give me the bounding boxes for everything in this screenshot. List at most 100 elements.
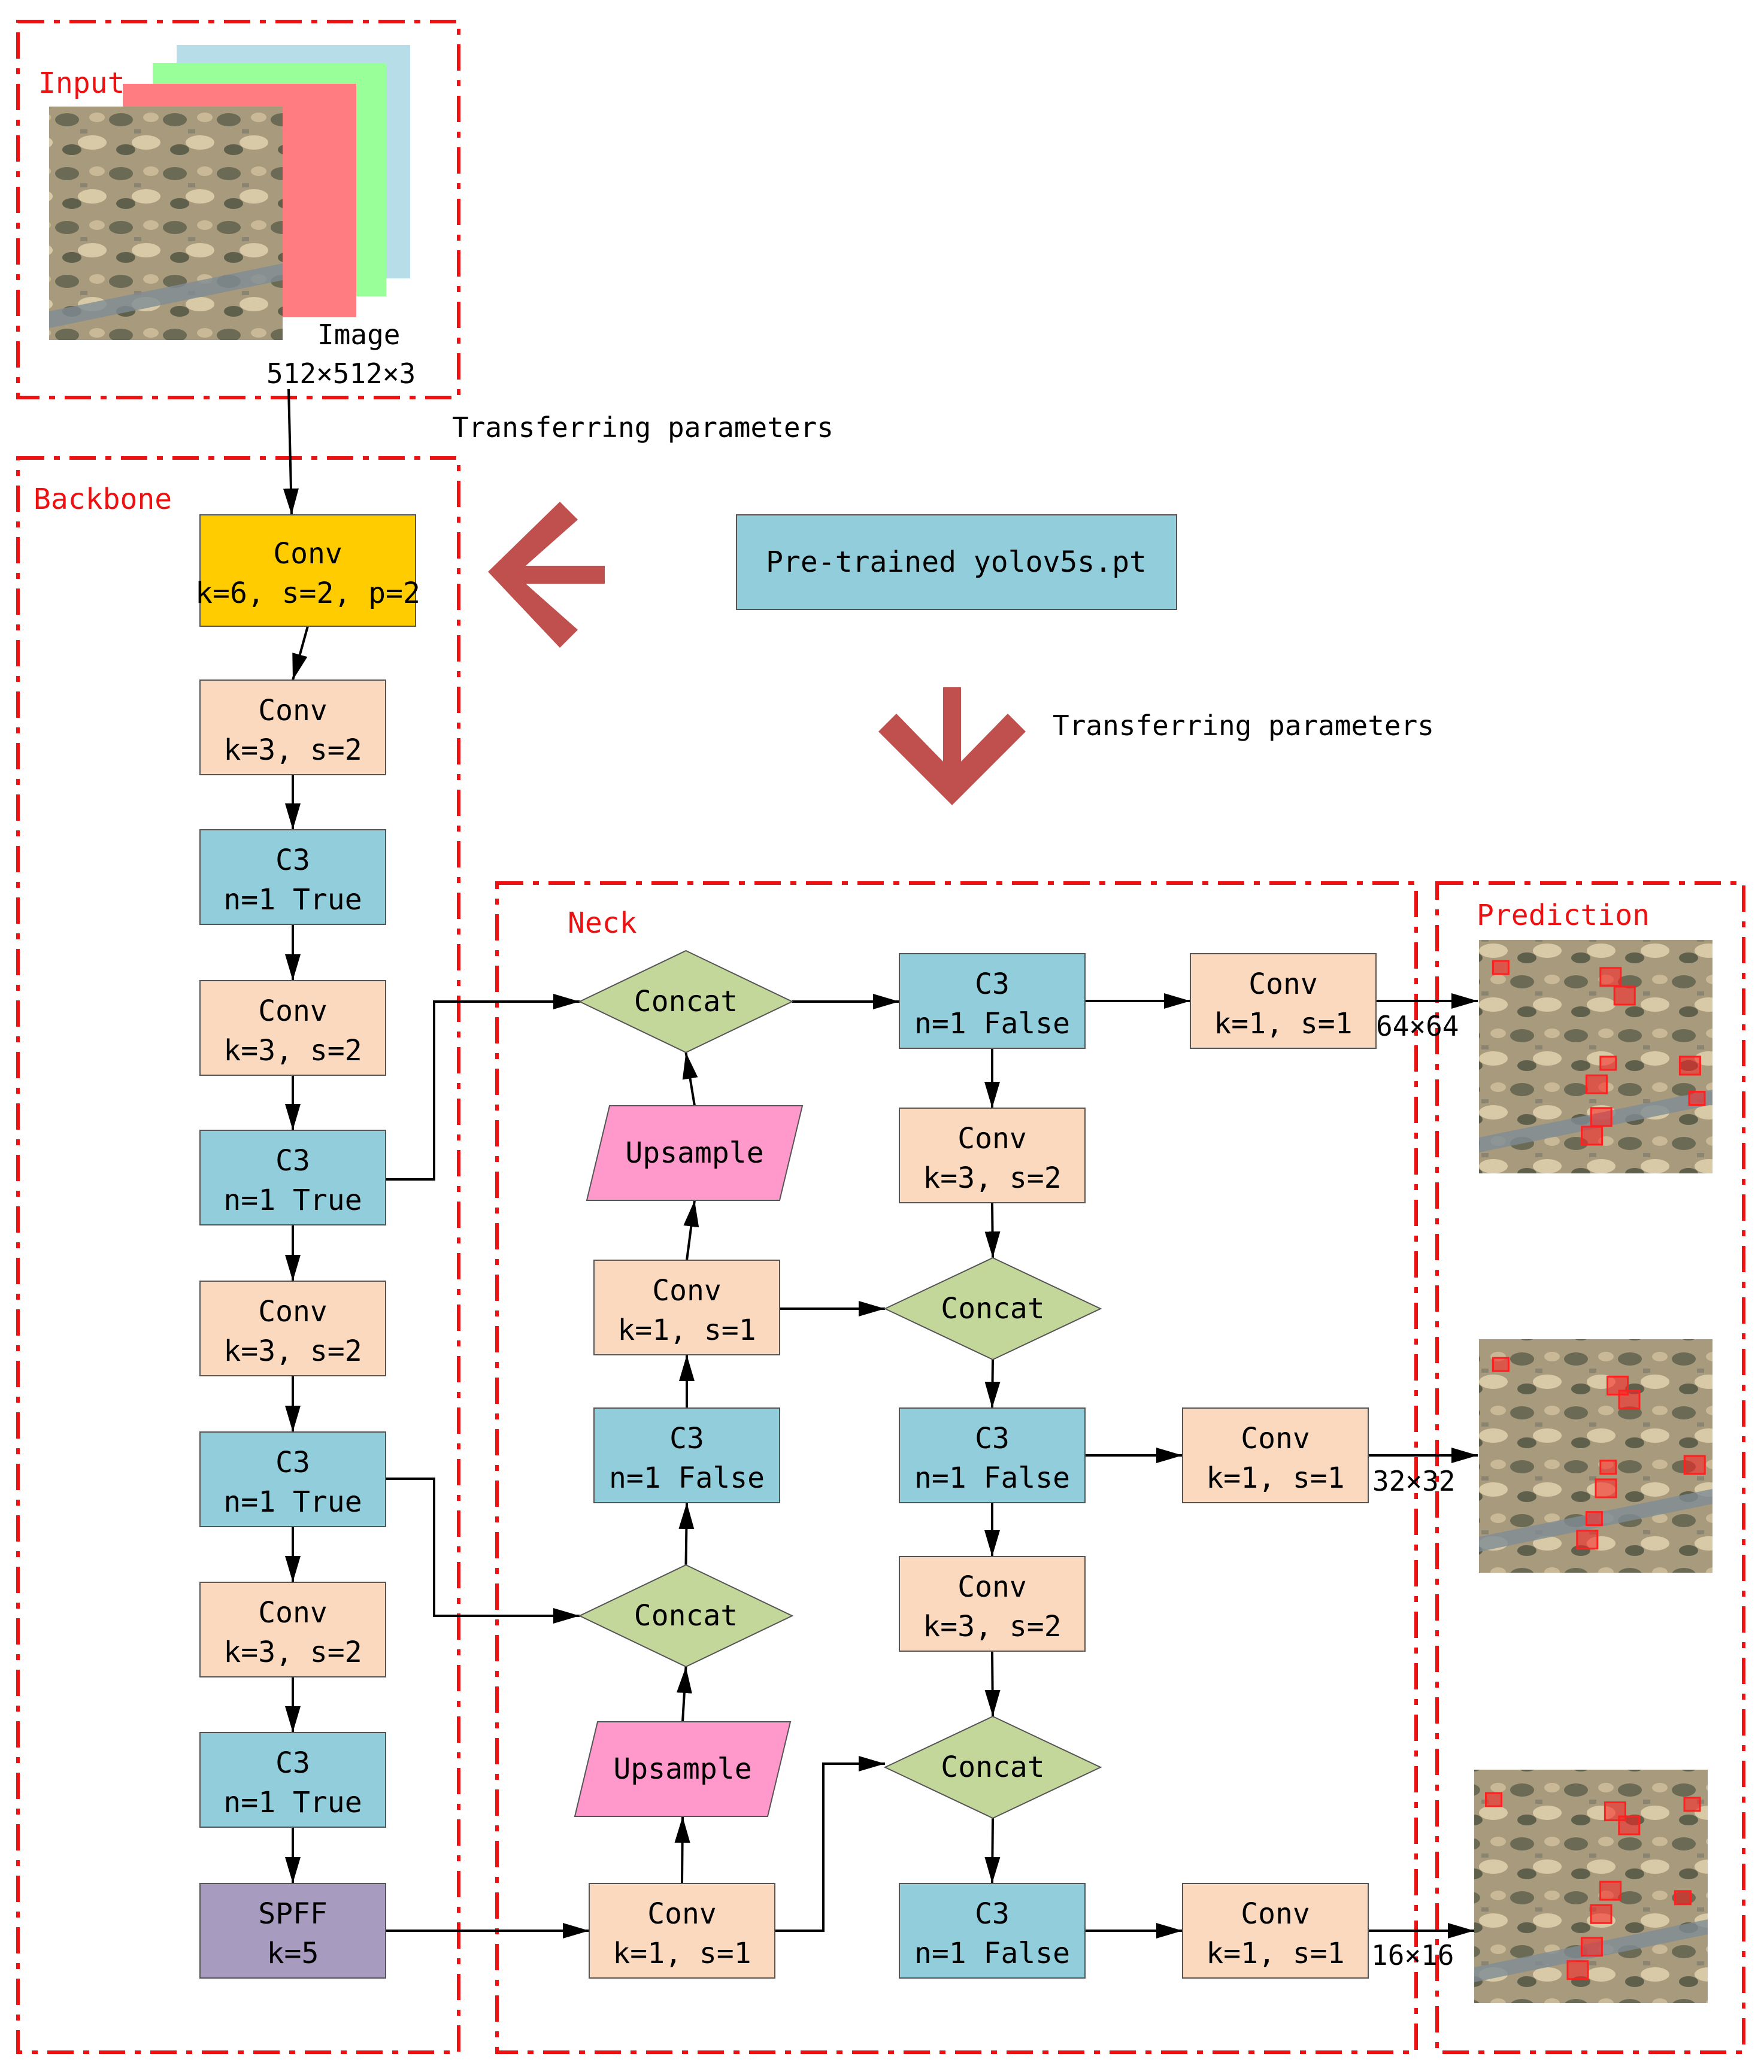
connection-arrow	[292, 626, 309, 681]
detection-box	[1688, 1091, 1706, 1106]
prediction-section-label: Prediction	[1477, 899, 1650, 932]
block-title: Conv	[957, 1570, 1027, 1604]
detection-box	[1590, 1904, 1613, 1924]
block-title: Conv	[957, 1122, 1027, 1155]
block-params: n=1 False	[914, 1461, 1070, 1495]
neck-concat-1: Concat	[578, 949, 794, 1054]
detection-box	[1492, 960, 1510, 975]
block-params: k=3, s=2	[223, 733, 362, 767]
connection-arrow	[984, 1202, 1001, 1258]
block-title: Conv	[258, 1596, 328, 1630]
block-params: k=1, s=1	[1206, 1461, 1344, 1495]
transfer-label-bottom: Transferring parameters	[1053, 709, 1434, 742]
transfer-arrow-down-icon	[878, 687, 1026, 805]
block-params: k=1, s=1	[1214, 1007, 1352, 1040]
output-size-16-label: 16×16	[1371, 1939, 1454, 1971]
block-params: n=1 True	[223, 1184, 362, 1217]
detection-box	[1576, 1530, 1599, 1550]
input-image-label: Image	[317, 318, 400, 351]
neck-c3-2: C3 n=1 False	[899, 953, 1086, 1049]
block-rect	[199, 679, 386, 775]
neck-c3-3: C3 n=1 False	[899, 1407, 1086, 1503]
neck-c3-1: C3n=1 False	[593, 1407, 780, 1503]
block-title: Conv	[652, 1274, 722, 1307]
block-params: n=1 True	[223, 1786, 362, 1819]
block-rect	[1182, 1883, 1369, 1979]
head-conv-3: Conv k=1, s=1	[1182, 1883, 1369, 1979]
block-title: Conv	[1241, 1897, 1310, 1931]
connection-arrow	[984, 1818, 1001, 1884]
neck-concat-4: Concat	[883, 1715, 1102, 1819]
detection-box	[1674, 1890, 1692, 1906]
block-title: C3	[975, 967, 1010, 1001]
detection-box	[1618, 1815, 1641, 1836]
prediction-frame	[1435, 881, 1745, 2054]
detection-box	[1678, 1055, 1701, 1076]
block-title: Conv	[273, 537, 343, 571]
block-title: C3	[975, 1897, 1010, 1931]
backbone-c3-3: C3 n=1 True	[199, 1431, 386, 1527]
detection-box	[1492, 1357, 1510, 1372]
block-rect	[899, 1883, 1086, 1979]
detection-box	[1580, 1937, 1603, 1957]
detection-result-image-icon	[1474, 1770, 1708, 2003]
detection-box	[1683, 1455, 1706, 1475]
block-title: C3	[275, 844, 310, 877]
connection-arrow	[386, 1478, 580, 1624]
transfer-label-top: Transferring parameters	[452, 411, 833, 444]
input-image-stack	[49, 45, 410, 340]
block-title: Conv	[647, 1897, 717, 1931]
connection-arrow	[775, 1756, 885, 1932]
detection-box	[1590, 1107, 1613, 1127]
block-title: Concat	[634, 1599, 738, 1633]
block-title: Upsample	[625, 1136, 763, 1170]
output-size-64-label: 64×64	[1376, 1010, 1459, 1042]
block-title: Conv	[1248, 967, 1318, 1001]
block-rect	[589, 1883, 775, 1979]
block-params: n=1 True	[223, 1485, 362, 1519]
block-params: n=1 False	[914, 1007, 1070, 1040]
connection-arrow	[283, 389, 299, 515]
block-rect	[899, 953, 1086, 1049]
pretrained-weights-box	[736, 514, 1177, 610]
connection-arrow	[386, 994, 580, 1181]
neck-c3-4: C3n=1 False	[899, 1883, 1086, 1979]
upsample-parallelogram	[574, 1721, 792, 1817]
block-params: k=3, s=2	[223, 1334, 362, 1368]
block-title: C3	[669, 1422, 704, 1455]
block-params: k=1, s=1	[1206, 1937, 1344, 1970]
block-rect	[593, 1407, 780, 1503]
block-rect	[199, 1130, 386, 1225]
connection-arrow	[984, 1651, 1001, 1717]
block-title: C3	[275, 1144, 310, 1178]
neck-upsample-2: Upsample	[574, 1721, 792, 1817]
concat-diamond	[883, 1715, 1102, 1819]
block-params: k=3, s=2	[923, 1610, 1061, 1643]
detection-box	[1581, 1126, 1604, 1146]
block-title: Conv	[258, 694, 328, 727]
block-rect	[199, 514, 416, 627]
section-frames	[16, 20, 1745, 2054]
connection-arrow	[676, 1666, 692, 1722]
detection-box	[1585, 1074, 1608, 1094]
block-rect	[199, 1582, 386, 1677]
concat-diamond	[578, 1564, 794, 1668]
block-rect	[1182, 1407, 1369, 1503]
block-rect	[1190, 953, 1377, 1049]
block-params: k=3, s=2	[923, 1161, 1061, 1195]
detection-box	[1595, 1478, 1617, 1498]
concat-diamond	[578, 949, 794, 1054]
input-frame	[16, 20, 460, 399]
input-image-size: 512×512×3	[266, 357, 416, 390]
detection-box	[1566, 1960, 1589, 1980]
block-title: C3	[975, 1422, 1010, 1455]
connection-arrow	[682, 1052, 698, 1106]
block-title: C3	[275, 1446, 310, 1479]
